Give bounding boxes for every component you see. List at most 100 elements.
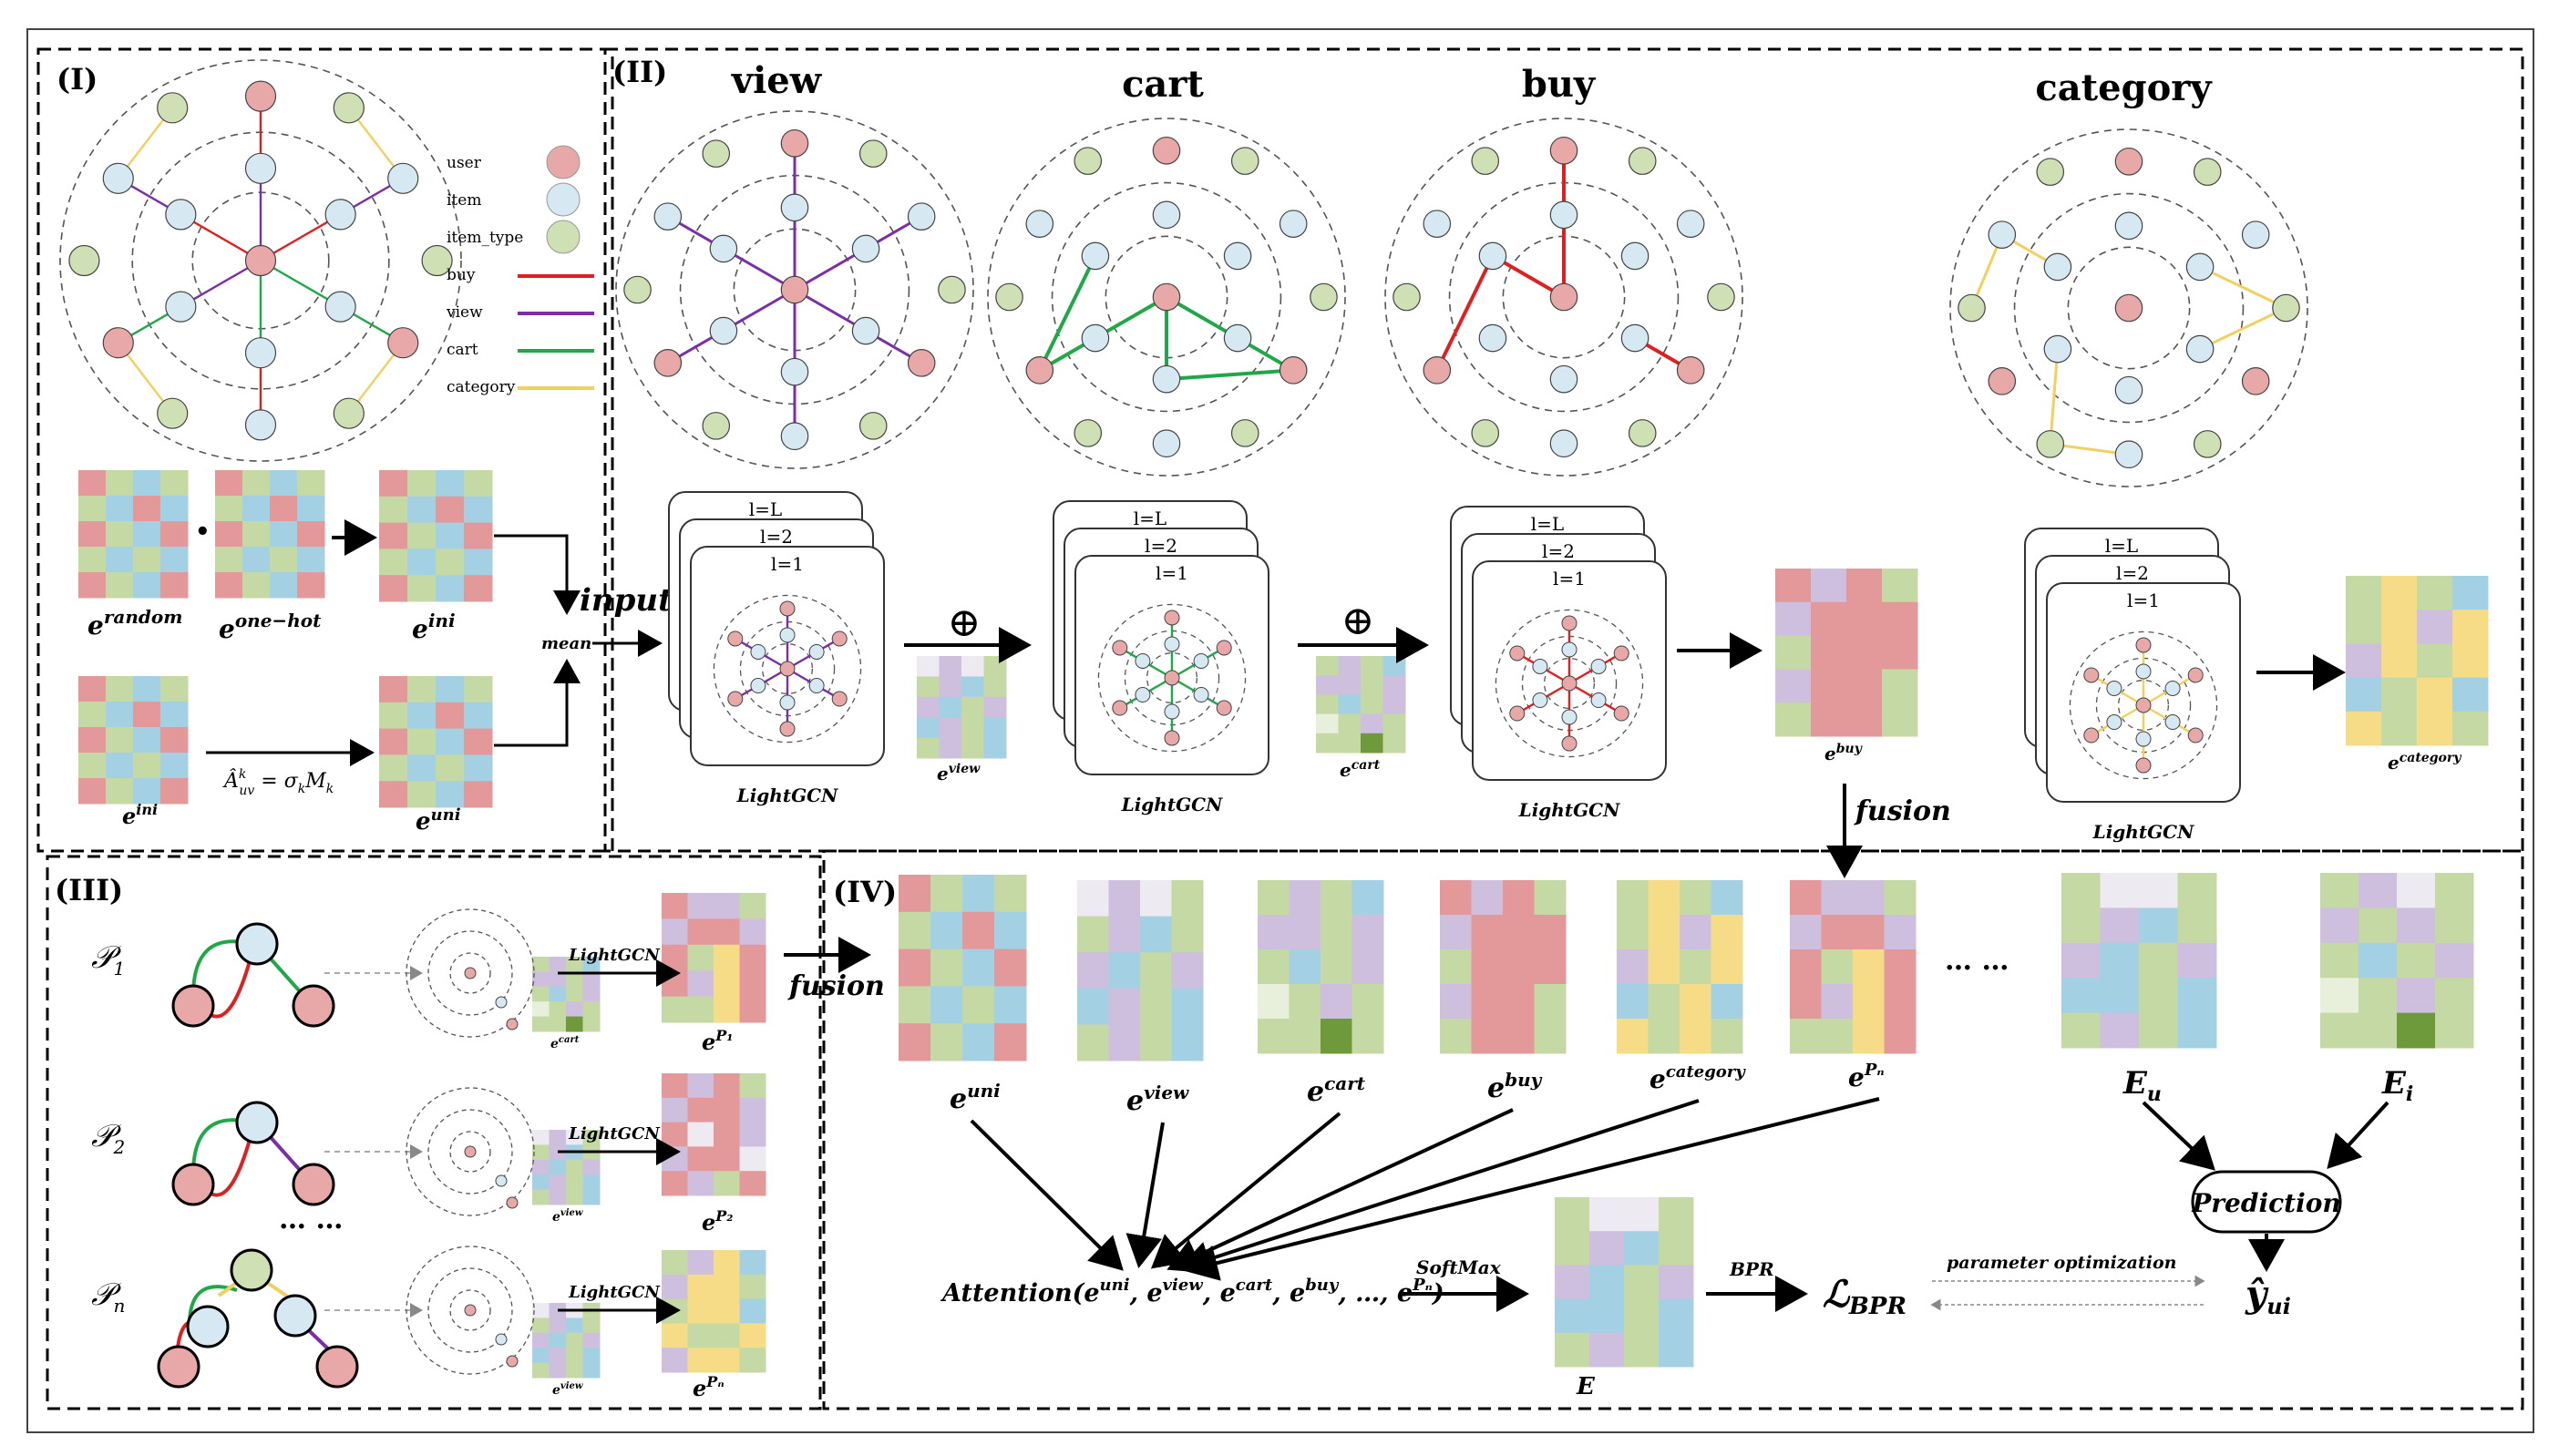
cart-graph <box>987 118 1346 477</box>
y-hat: ŷui <box>2245 1273 2291 1319</box>
mean-label: mean <box>541 634 591 653</box>
matrix-Eu <box>2061 873 2217 1049</box>
matrix-iv-ecategory <box>1617 880 1743 1054</box>
svg-text:LightGCN: LightGCN <box>2092 821 2194 843</box>
svg-text:l=1: l=1 <box>1156 562 1188 584</box>
svg-text:l=2: l=2 <box>1542 540 1575 562</box>
prediction-label: Prediction <box>2191 1188 2341 1218</box>
matrix-iv-ebuy <box>1440 880 1567 1054</box>
matrix-e-view <box>917 656 1007 759</box>
label-p3-eview-1: eview <box>552 1208 583 1225</box>
view-graph <box>615 110 974 469</box>
label-iv-ecart: ecart <box>1307 1072 1366 1108</box>
label-e-ini-bottom: eini <box>122 801 158 829</box>
label-e-random: erandom <box>87 606 182 641</box>
matrix-e-category <box>2346 576 2489 746</box>
matrix-p3-cart <box>532 957 601 1032</box>
svg-text:LightGCN: LightGCN <box>1518 799 1620 821</box>
matrix-iv-eview <box>1077 880 1204 1061</box>
svg-text:l=L: l=L <box>1134 508 1166 529</box>
matrix-e-cart <box>1316 656 1406 754</box>
matrix-layer <box>78 470 2489 1379</box>
loss-bpr: ℒBPR <box>1823 1273 1906 1320</box>
arrow-att-view <box>1125 1122 1165 1268</box>
label-iv-eview: eview <box>1126 1082 1189 1117</box>
label-Ei: Ei <box>2381 1065 2413 1106</box>
legend-label-buy: buy <box>447 266 476 284</box>
category-graph <box>1949 128 2308 487</box>
arrow-att-uni <box>970 1119 1124 1271</box>
label-e-p1: eP₁ <box>702 1027 733 1055</box>
svg-text:𝒫1: 𝒫1 <box>91 939 125 979</box>
panel-ii-label: (II) <box>612 55 667 89</box>
matrix-iv-euni <box>899 875 1027 1061</box>
svg-text:l=L: l=L <box>2105 535 2138 557</box>
panel-iv-box <box>822 849 2524 1410</box>
arrow-uni-to-mean <box>494 659 581 747</box>
legend-label-user: user <box>447 154 482 172</box>
svg-text:l=2: l=2 <box>1145 535 1177 557</box>
arrow-att-cart <box>1150 1112 1341 1269</box>
panel-ii-box <box>603 47 2524 853</box>
matrix-e-uni-bottom <box>379 676 493 808</box>
input-label: input <box>580 582 673 619</box>
label-iv-euni: euni <box>950 1080 1001 1115</box>
arrow-att-pn <box>1185 1097 1880 1281</box>
matrix-p3-view-1 <box>532 1130 601 1205</box>
svg-text:𝒫n: 𝒫n <box>91 1277 125 1317</box>
label-e-category: ecategory <box>2388 751 2461 774</box>
label-iv-ecategory: ecategory <box>1649 1062 1746 1094</box>
svg-text:LightGCN: LightGCN <box>1121 794 1223 815</box>
matrix-E <box>1555 1197 1694 1368</box>
title-category: category <box>2035 67 2213 109</box>
svg-text:l=1: l=1 <box>2127 590 2160 611</box>
oplus-1: ⊕ <box>948 600 981 646</box>
arrow-eu-prediction <box>2142 1101 2215 1171</box>
dot-operator: • <box>195 518 211 546</box>
legend-swatch-item-type <box>546 220 581 254</box>
buy-graph <box>1384 118 1743 477</box>
label-p3-eview-2: eview <box>552 1381 583 1398</box>
label-e-buy: ebuy <box>1824 742 1863 764</box>
outer-frame <box>26 28 2534 1433</box>
panel-i-box <box>36 47 614 853</box>
label-e-p2: eP₂ <box>702 1207 733 1236</box>
svg-text:l=L: l=L <box>1531 513 1564 535</box>
arrow-att-buy <box>1166 1108 1514 1273</box>
legend-swatch-user <box>546 145 581 179</box>
panel-iii-label: (III) <box>55 873 123 907</box>
svg-text:l=2: l=2 <box>760 526 793 548</box>
fusion-label-buy: fusion <box>1854 795 1951 827</box>
bpr-label: BPR <box>1729 1258 1774 1280</box>
label-e-cart: ecart <box>1340 758 1381 781</box>
svg-text:LightGCN: LightGCN <box>568 1124 661 1143</box>
svg-text:l=1: l=1 <box>1553 568 1586 590</box>
legend-swatch-item <box>546 182 581 217</box>
label-e-pn: ePₙ <box>693 1373 725 1401</box>
label-p3-ecart: ecart <box>550 1035 580 1051</box>
softmax-label: SoftMax <box>1416 1256 1502 1278</box>
svg-text:𝒫2: 𝒫2 <box>91 1118 125 1158</box>
legend-label-item: item <box>447 191 481 210</box>
panel-iii-box <box>46 855 822 1410</box>
svg-text:l=L: l=L <box>749 498 782 520</box>
label-e-view: eview <box>937 762 981 784</box>
param-opt-label: parameter optimization <box>1947 1253 2176 1273</box>
svg-text:l=2: l=2 <box>2116 562 2149 584</box>
matrix-e-p1 <box>662 893 766 1023</box>
svg-text:l=1: l=1 <box>771 553 804 575</box>
arrow-att-category <box>1177 1099 1700 1277</box>
title-buy: buy <box>1522 63 1597 106</box>
title-view: view <box>731 59 823 102</box>
title-cart: cart <box>1122 63 1204 106</box>
